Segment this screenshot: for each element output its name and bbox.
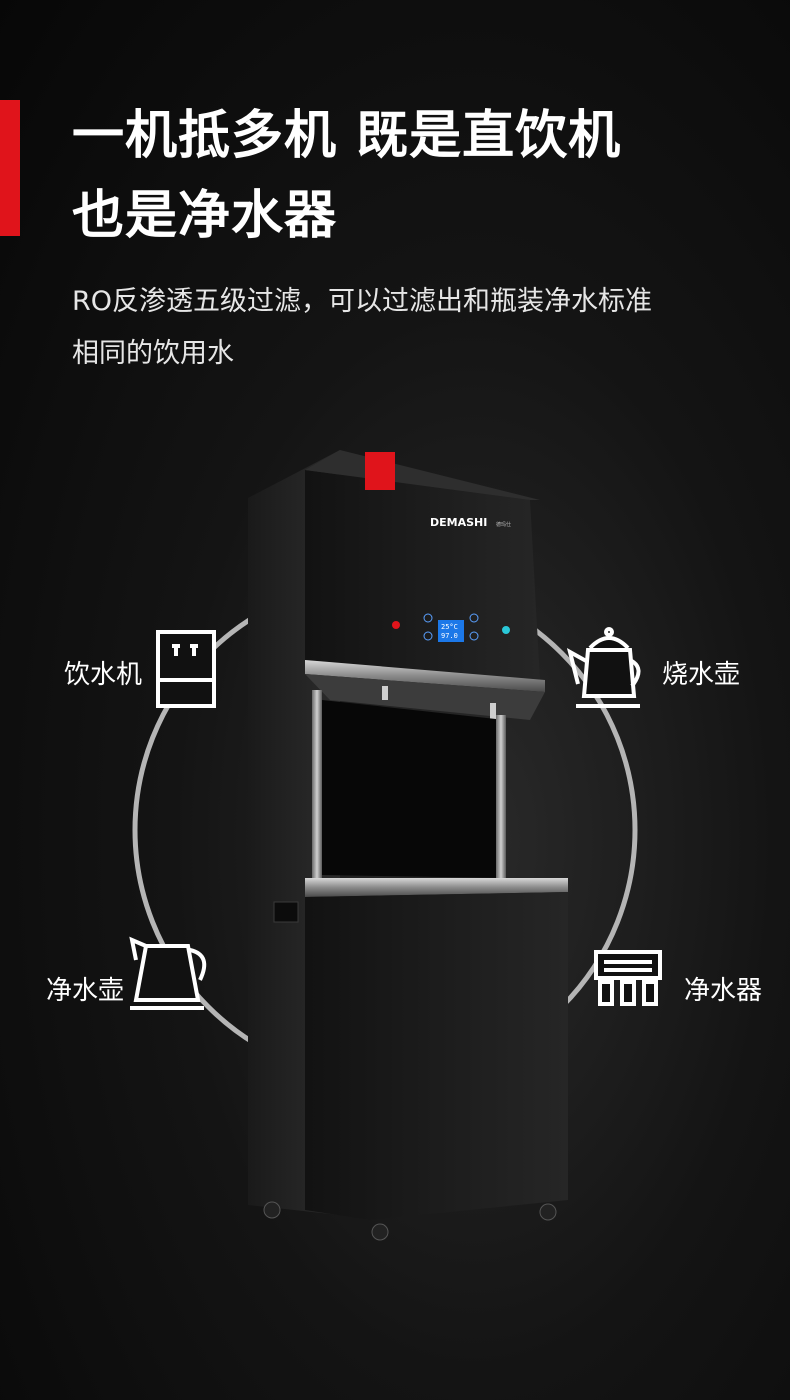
- upper-chrome-shelf: [305, 660, 545, 692]
- lcd-temperature: 25°C: [441, 623, 458, 631]
- feature-label-kettle: 烧水壶: [662, 660, 741, 690]
- machine-top-panel: [305, 470, 540, 680]
- brand-cn: 德玛仕: [496, 521, 511, 528]
- water-tap[interactable]: [490, 703, 496, 719]
- feature-label-purifier: 净水器: [684, 976, 763, 1006]
- headline-line-1: 一机抵多机 既是直饮机: [72, 106, 622, 166]
- side-handle: [273, 901, 299, 923]
- headline-line-2: 也是净水器: [72, 186, 338, 246]
- brand-logo: DEMASHI: [430, 516, 487, 529]
- lcd-reading: 97.0: [441, 632, 458, 640]
- subtitle-line-2: 相同的饮用水: [72, 338, 234, 369]
- control-button[interactable]: [469, 613, 479, 623]
- subtitle: RO反渗透五级过滤，可以过滤出和瓶装净水标准 相同的饮用水: [72, 276, 652, 380]
- feature-label-dispenser: 饮水机: [64, 660, 143, 690]
- support-pole: [496, 715, 506, 885]
- feature-label-electric-kettle: 净水壶: [46, 976, 125, 1006]
- machine-cabinet: [305, 892, 568, 1220]
- control-button[interactable]: [423, 613, 433, 623]
- electric-kettle-icon: [129, 936, 207, 1010]
- water-tap[interactable]: [382, 686, 388, 700]
- water-purifier-icon: [594, 950, 662, 1006]
- water-dispenser-icon: [156, 630, 216, 708]
- caster-wheel: [371, 1223, 389, 1241]
- control-button[interactable]: [469, 631, 479, 641]
- lower-chrome-shelf: [305, 878, 568, 897]
- caster-wheel: [263, 1201, 281, 1219]
- headline: 一机抵多机 既是直饮机 也是净水器: [72, 96, 621, 256]
- certification-sticker: [365, 452, 395, 490]
- control-button[interactable]: [423, 631, 433, 641]
- caster-wheel: [539, 1203, 557, 1221]
- support-pole: [312, 690, 322, 880]
- red-accent-bar: [0, 100, 20, 236]
- lcd-display: [438, 620, 464, 642]
- status-indicator: [502, 626, 510, 634]
- subtitle-line-1: RO反渗透五级过滤，可以过滤出和瓶装净水标准: [72, 286, 653, 317]
- kettle-icon: [566, 627, 641, 708]
- power-indicator: [392, 621, 400, 629]
